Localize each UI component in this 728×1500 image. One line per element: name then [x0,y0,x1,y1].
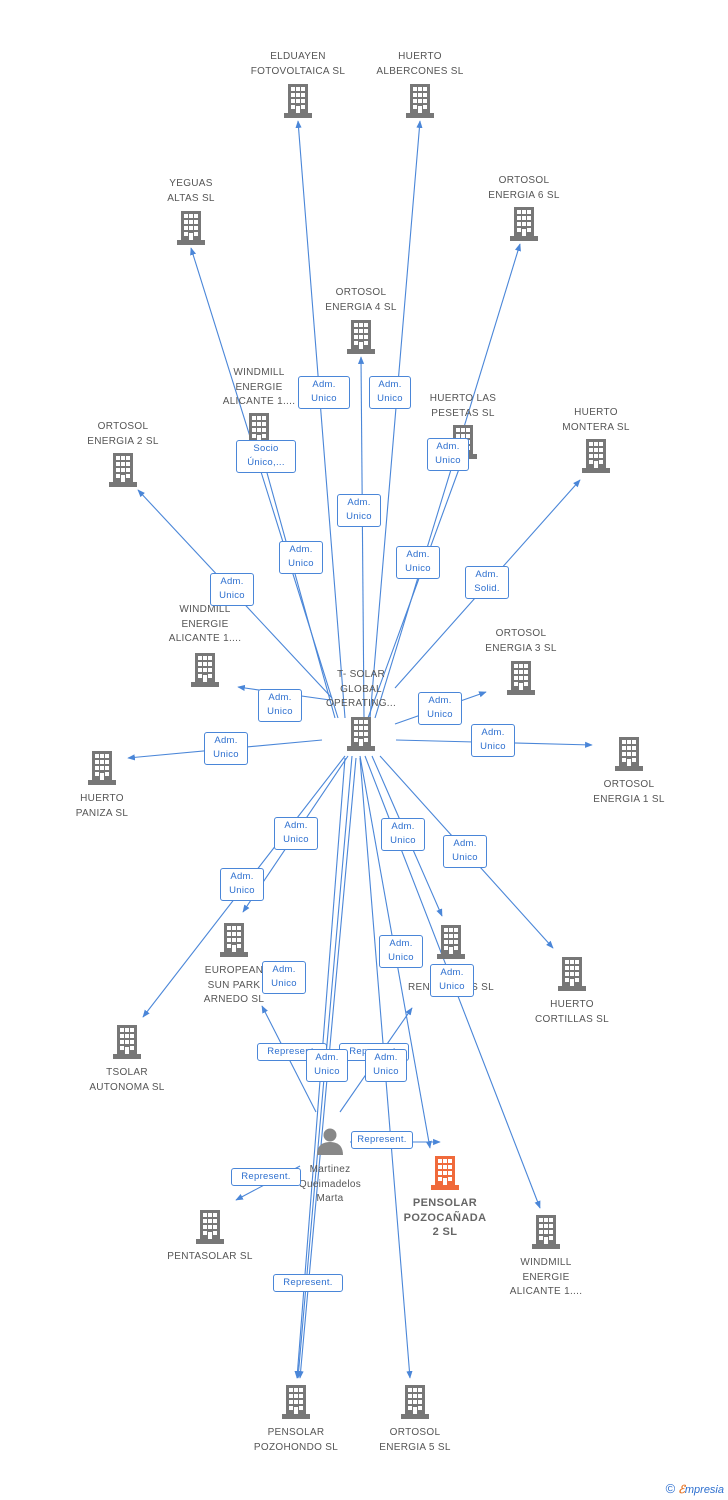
copyright-icon: © [665,1481,676,1496]
company-label[interactable]: HUERTO PANIZA SL [75,793,129,819]
company-label[interactable]: TSOLAR AUTONOMA SL [89,1067,165,1093]
company-label[interactable]: ELDUAYEN FOTOVOLTAICA SL [250,51,346,77]
person-label[interactable]: Martinez Queimadelos Marta [298,1164,362,1204]
company-label[interactable]: PENSOLAR POZOCAÑADA 2 SL [403,1197,487,1238]
relation-label[interactable]: Adm. Unico [279,540,323,574]
relation-label[interactable]: Adm. Unico [204,731,248,765]
building-icon[interactable] [177,211,205,245]
company-label[interactable]: HUERTO ALBERCONES SL [376,51,464,77]
company-label[interactable]: ORTOSOL ENERGIA 3 SL [485,628,557,654]
company-label[interactable]: HUERTO LAS PESETAS SL [429,393,497,419]
relation-label[interactable]: Adm. Unico [443,834,487,868]
relation-edge [257,443,336,719]
building-icon[interactable] [507,661,535,695]
building-icon[interactable] [220,923,248,957]
company-label[interactable]: T- SOLAR GLOBAL OPERATING... [325,669,397,709]
relation-label[interactable]: Adm. Unico [274,816,318,850]
building-icon[interactable] [401,1385,429,1419]
building-icon[interactable] [510,207,538,241]
company-label[interactable]: PENTASOLAR SL [167,1251,253,1262]
building-icon[interactable] [347,717,375,751]
relation-edge [374,243,521,719]
relation-label[interactable]: Adm. Solid. [465,565,509,599]
relation-edge [369,120,423,719]
company-label[interactable]: ORTOSOL ENERGIA 6 SL [488,175,560,201]
relation-label[interactable]: Adm. Unico [262,960,306,994]
company-label[interactable]: ORTOSOL ENERGIA 1 SL [593,779,665,805]
company-label[interactable]: EUROPEAN SUN PARK ARNEDO SL [203,965,265,1005]
company-label[interactable]: WINDMILL ENERGIE ALICANTE 1.... [509,1257,583,1297]
relation-label[interactable]: Adm. Unico [379,934,423,968]
company-label[interactable]: YEGUAS ALTAS SL [167,178,215,204]
company-label[interactable]: ORTOSOL ENERGIA 4 SL [325,287,397,313]
relation-label[interactable]: Represent. [273,1273,343,1293]
building-icon[interactable] [582,439,610,473]
relation-label[interactable]: Adm. Unico [427,437,469,471]
building-icon[interactable] [284,84,312,118]
building-icon[interactable] [191,653,219,687]
relation-label[interactable]: Adm. Unico [365,1048,407,1082]
company-label[interactable]: PENSOLAR POZOHONDO SL [253,1427,339,1453]
relation-label[interactable]: Adm. Unico [381,817,425,851]
brand-initial: ℰ [678,1484,685,1496]
relation-label[interactable]: Adm. Unico [220,867,264,901]
relation-label[interactable]: Adm. Unico [337,493,381,527]
company-label[interactable]: HUERTO CORTILLAS SL [534,999,609,1025]
building-icon[interactable] [88,751,116,785]
relation-edge [295,120,346,719]
building-icon[interactable] [558,957,586,991]
brand-name: mpresia [684,1484,724,1496]
relation-edge [190,247,339,719]
relation-label[interactable]: Adm. Unico [306,1048,348,1082]
relation-label[interactable]: Adm. Unico [369,375,411,409]
entity-icons [88,84,643,1419]
company-label[interactable]: ORTOSOL ENERGIA 5 SL [379,1427,451,1453]
brand-footer: ©ℰmpresia [666,1481,724,1496]
relation-label[interactable]: Adm. Unico [396,545,440,579]
relation-label[interactable]: Adm. Unico [430,963,474,997]
building-icon[interactable] [406,84,434,118]
relation-label[interactable]: Represent. [351,1130,413,1150]
company-label[interactable]: WINDMILL ENERGIE ALICANTE 1.... [168,604,242,644]
building-icon[interactable] [196,1210,224,1244]
building-icon[interactable] [431,1156,459,1190]
company-label[interactable]: WINDMILL ENERGIE ALICANTE 1.... [222,367,296,407]
building-icon[interactable] [113,1025,141,1059]
relation-label[interactable]: Adm. Unico [210,572,254,606]
building-icon[interactable] [532,1215,560,1249]
building-icon[interactable] [615,737,643,771]
relation-label[interactable]: Adm. Unico [418,691,462,725]
relation-label[interactable]: Socio Único,... [236,439,296,473]
company-label[interactable]: ORTOSOL ENERGIA 2 SL [87,421,159,447]
relation-label[interactable]: Represent. [231,1167,301,1187]
relation-edge [357,356,365,719]
relation-label[interactable]: Adm. Unico [258,688,302,722]
relation-label[interactable]: Adm. Unico [298,375,350,409]
company-label[interactable]: HUERTO MONTERA SL [562,407,630,433]
relation-label[interactable]: Adm. Unico [471,723,515,757]
building-icon[interactable] [347,320,375,354]
building-icon[interactable] [282,1385,310,1419]
relation-edge [367,457,464,719]
building-icon[interactable] [109,453,137,487]
building-icon[interactable] [437,925,465,959]
